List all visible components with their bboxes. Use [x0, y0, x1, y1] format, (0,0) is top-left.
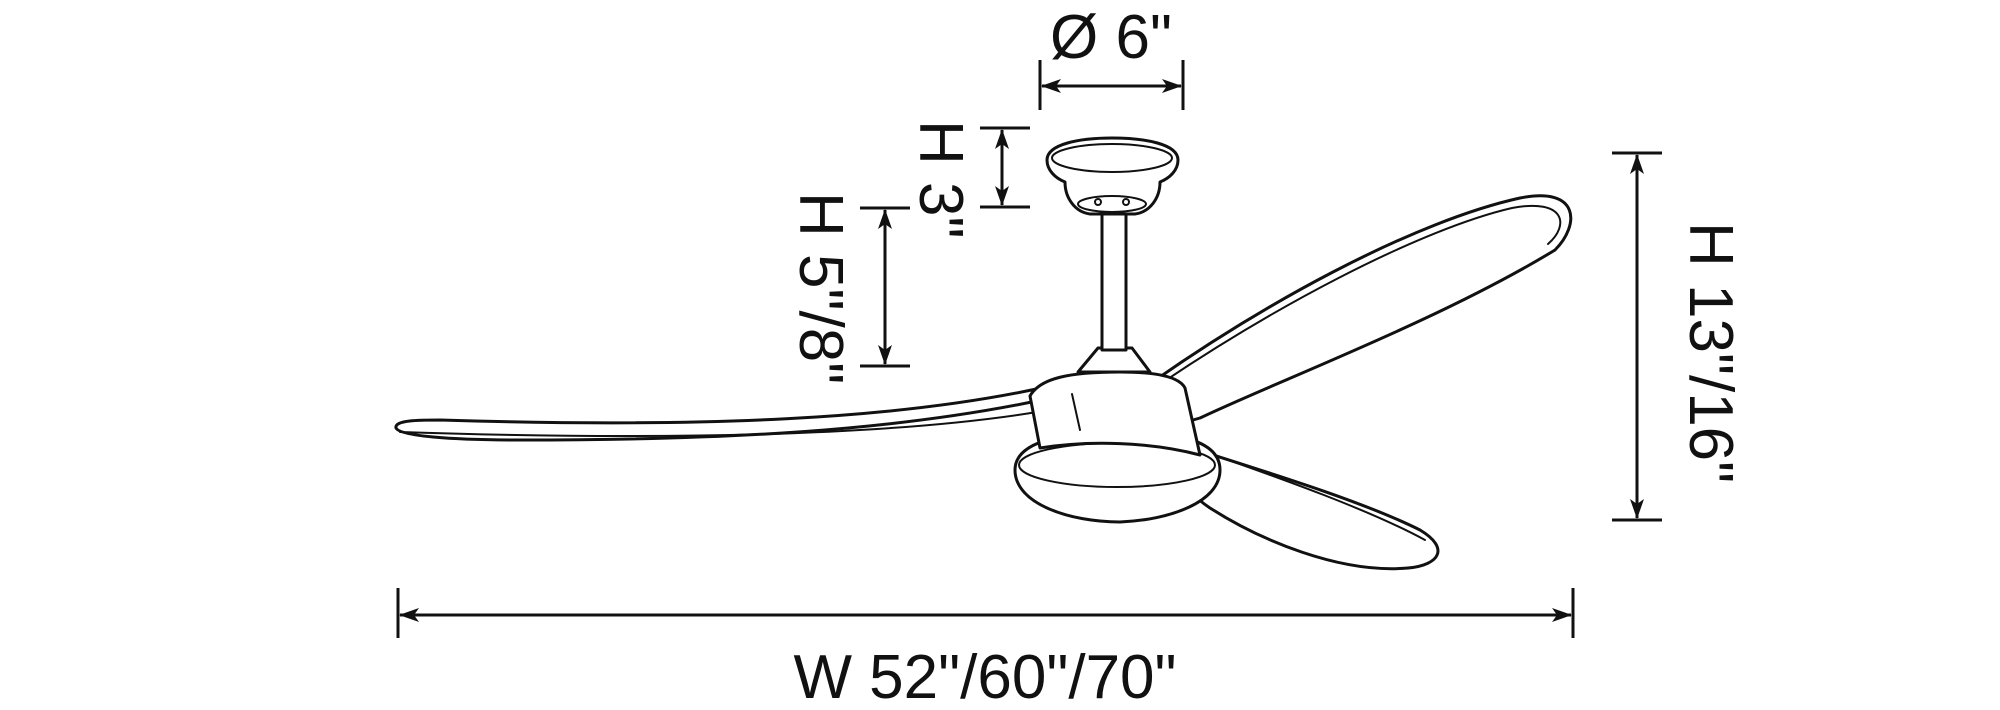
fan-blade-left: [394, 384, 1062, 442]
blade-span-label: W 52"/60"/70": [793, 643, 1176, 710]
canopy-height-dimension: H 3": [906, 120, 1030, 239]
canopy-diameter-dimension: Ø 6": [1038, 3, 1185, 110]
fan-canopy: [1045, 136, 1180, 216]
canopy-diameter-label: Ø 6": [1050, 3, 1172, 72]
canopy-height-label: H 3": [906, 120, 975, 239]
fan-downrod-coupler: [1076, 346, 1152, 374]
total-height-dimension: H 13"/16": [1612, 151, 1745, 522]
total-height-label: H 13"/16": [1676, 222, 1745, 483]
fan-downrod: [1100, 208, 1128, 352]
fan-blade-right-top: [1098, 194, 1573, 429]
ceiling-fan-drawing: [394, 136, 1573, 571]
blade-span-dimension: W 52"/60"/70": [396, 588, 1575, 710]
downrod-height-label: H 5"/8": [786, 192, 855, 384]
fan-motor-housing: [1028, 370, 1202, 457]
downrod-height-dimension: H 5"/8": [786, 192, 910, 384]
